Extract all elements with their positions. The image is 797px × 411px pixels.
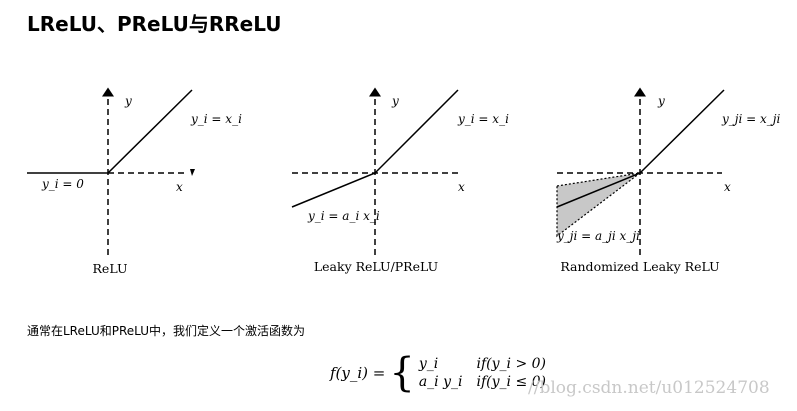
paragraph: 通常在LReLU和PReLU中，我们定义一个激活函数为 (27, 324, 306, 338)
random-slope-region (556, 172, 641, 238)
leaky-relu-diagram: y y_i = x_i y_i = a_i x_i x Leaky ReLU/P… (291, 87, 509, 274)
case-cond: if(y_i > 0) (476, 356, 547, 372)
caption: Leaky ReLU/PReLU (314, 259, 438, 274)
activation-formula: f(y_i) = { y_i if(y_i > 0) a_i y_i if(y_i … (330, 353, 560, 393)
y-label: y (391, 94, 399, 108)
rrelu-curve (556, 89, 725, 208)
x-label: x (458, 180, 465, 194)
case-value: y_i (418, 356, 439, 372)
case-cond: if(y_i ≤ 0) (476, 374, 547, 390)
relu-curve (27, 89, 193, 174)
neg-label: y_ji = a_ji x_ji (556, 229, 640, 243)
activation-diagrams: y y_i = x_i y_i = 0 x ReLU y y_i = x_i y… (27, 87, 781, 276)
neg-label: y_i = a_i x_i (307, 209, 380, 223)
x-label: x (724, 180, 731, 194)
brace: { (389, 350, 415, 396)
caption: Randomized Leaky ReLU (560, 259, 719, 274)
y-label: y (124, 94, 132, 108)
section-title: LReLU、PReLU与RReLU (27, 12, 282, 36)
y-label: y (657, 94, 665, 108)
rrelu-diagram: y y_ji = x_ji y_ji = a_ji x_ji x Randomi… (556, 87, 781, 274)
watermark: //blog.csdn.net/u012524708 (528, 378, 770, 398)
formula-lhs: f(y_i) = (330, 364, 386, 382)
case-value: a_i y_i (418, 374, 463, 390)
pos-label: y_i = x_i (190, 112, 242, 126)
x-label: x (176, 180, 183, 194)
caption: ReLU (93, 261, 128, 276)
x-axis-arrow-icon (190, 169, 195, 176)
leaky-relu-curve (291, 89, 459, 208)
pos-label: y_i = x_i (457, 112, 509, 126)
neg-label: y_i = 0 (41, 177, 84, 191)
relu-diagram: y y_i = x_i y_i = 0 x ReLU (27, 87, 242, 276)
pos-label: y_ji = x_ji (721, 112, 781, 126)
